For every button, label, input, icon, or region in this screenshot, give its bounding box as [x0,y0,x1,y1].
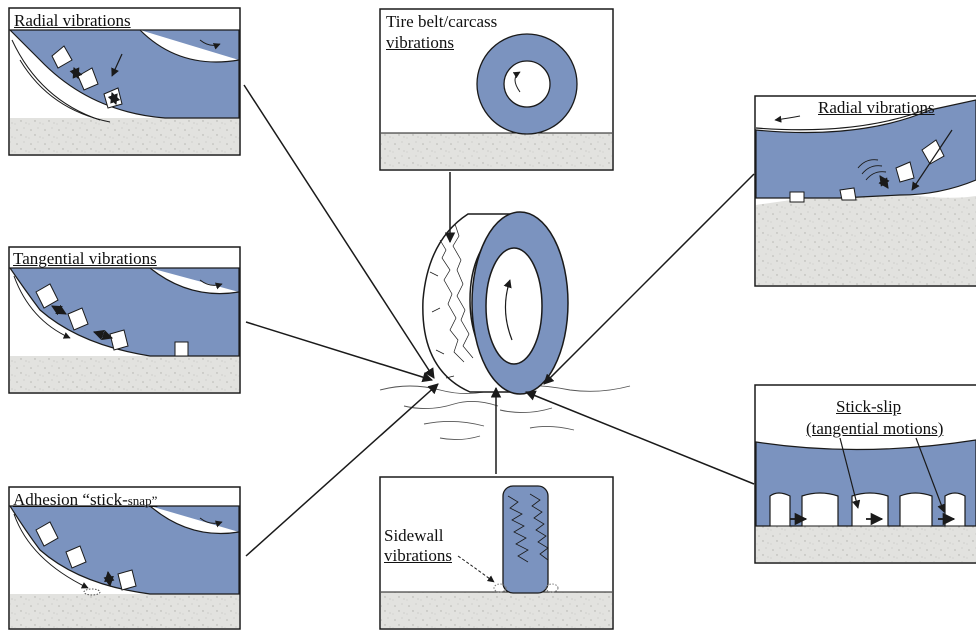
ground [756,193,976,285]
panel-tire-belt-carcass-vibrations [379,8,614,171]
vibration-arrow [878,175,890,189]
label-tire-belt-line2: vibrations [386,33,454,52]
road-texture [379,384,631,441]
label-stick-slip-line1: Stick-slip [836,397,902,416]
vibration-arrow [103,570,115,588]
rotation-arrow [199,39,221,50]
ground [10,594,239,628]
panel-stick-slip [754,384,976,564]
panel-adhesion-stick-snap [8,486,241,630]
ground [381,133,612,169]
connector-arrows [243,84,755,557]
vibration-arrow [51,304,67,316]
rotation-arrow [512,71,521,93]
panel-tangential-vibrations [8,246,241,394]
ground [756,526,976,562]
tire-tread-front [502,485,549,594]
tire-rim [485,247,543,365]
connector-radial-top-left [243,84,435,379]
panel-radial-vibrations-right [754,95,976,287]
ground [381,592,612,628]
connector-tangential [245,321,434,383]
label-adhesion-main: Adhesion “stick- [13,490,128,509]
label-adhesion-stick-snap: Adhesion “stick-snap” [13,490,157,510]
rotation-arrow [503,279,513,341]
connector-stick-slip [525,390,755,485]
central-tire [379,211,631,441]
label-radial-vibrations-right: Radial vibrations [818,98,935,117]
label-stick-slip-line2: (tangential motions) [806,419,944,438]
panel-radial-vibrations-top-left [8,7,241,156]
label-tangential-vibrations: Tangential vibrations [13,249,157,268]
label-tire-belt-line1: Tire belt/carcass [386,12,498,31]
panel-sidewall-vibrations [379,476,614,630]
label-sidewall-line1: Sidewall [384,526,444,545]
label-adhesion-small: snap” [127,493,158,508]
connector-radial-right [543,173,755,385]
vibration-arrow [107,92,121,105]
tread-blocks [755,439,976,527]
ground [10,356,239,392]
label-radial-vibrations-top-left: Radial vibrations [14,11,131,30]
ground [10,118,239,154]
connector-adhesion [245,383,439,557]
label-sidewall-line2: vibrations [384,546,452,565]
